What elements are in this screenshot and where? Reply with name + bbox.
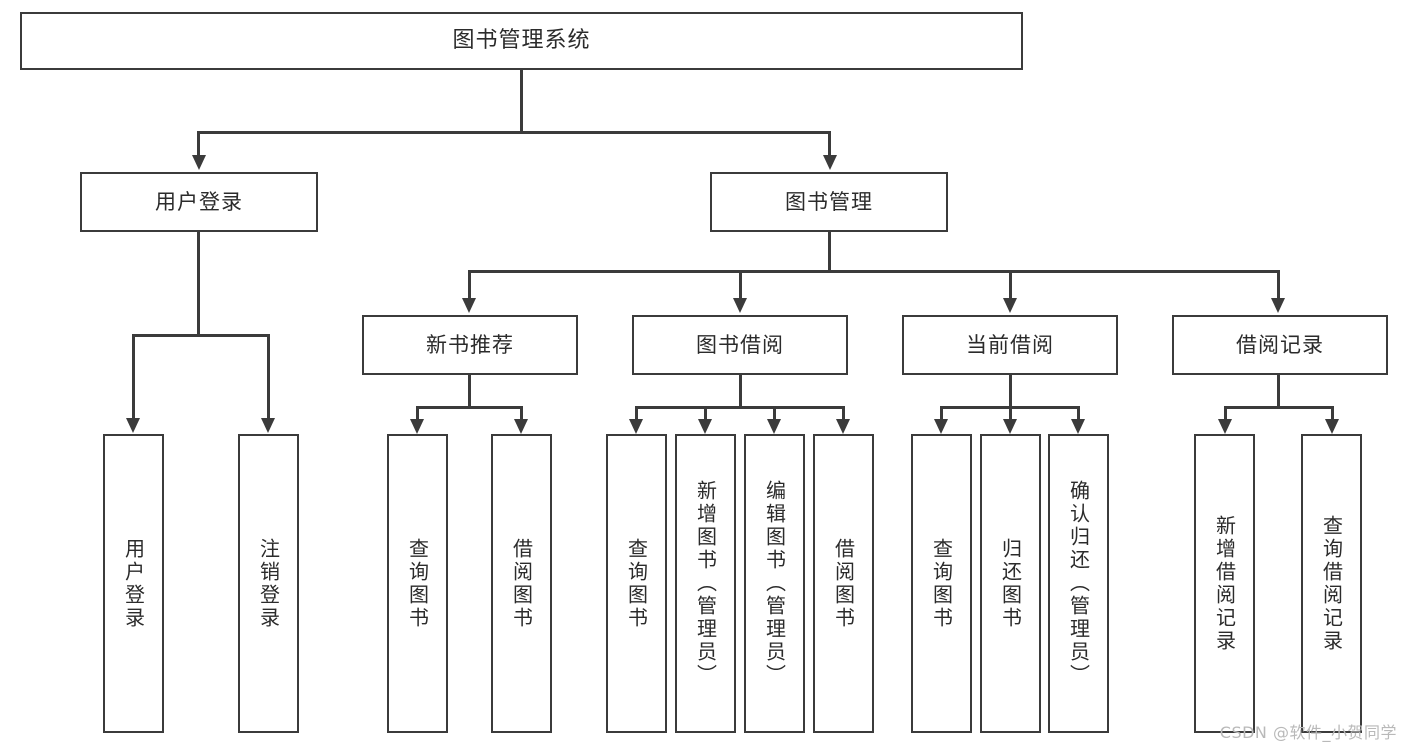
- connector-book-borrow-bus: [635, 406, 845, 409]
- connector-book-borrow-stem: [739, 375, 742, 408]
- connector-bm-to-current-borrow: [1009, 270, 1012, 298]
- node-new-book-recommend[interactable]: 新书推荐: [362, 315, 578, 375]
- arrow-book-borrow-to-leaf-1: [698, 419, 712, 434]
- connector-borrow-record-bus: [1224, 406, 1334, 409]
- node-label: 新增图书（管理员）: [693, 480, 718, 687]
- node-label: 图书借阅: [696, 332, 784, 357]
- connector-book-management-stem: [828, 232, 831, 272]
- connector-bm-to-borrow-record: [1277, 270, 1280, 298]
- connector-bm-to-book-borrow: [739, 270, 742, 298]
- arrow-bm-to-borrow-record: [1271, 298, 1285, 313]
- node-label: 借阅图书: [831, 537, 856, 630]
- connector-root-bus: [197, 131, 831, 134]
- connector-new-book-bus: [416, 406, 523, 409]
- arrow-bm-to-current-borrow: [1003, 298, 1017, 313]
- arrow-borrow-record-to-leaf-1: [1325, 419, 1339, 434]
- node-root-book-management-system[interactable]: 图书管理系统: [20, 12, 1023, 70]
- node-label: 查询借阅记录: [1319, 514, 1344, 653]
- node-label: 注销登录: [256, 537, 281, 630]
- connector-root-to-book-management: [828, 131, 831, 155]
- node-label: 新增借阅记录: [1212, 514, 1237, 653]
- arrow-book-borrow-to-leaf-2: [767, 419, 781, 434]
- node-label: 当前借阅: [966, 332, 1054, 357]
- connector-user-login-to-leaf-0: [132, 334, 135, 418]
- connector-borrow-record-stem: [1277, 375, 1280, 408]
- arrow-book-borrow-to-leaf-3: [836, 419, 850, 434]
- arrow-bm-to-book-borrow: [733, 298, 747, 313]
- connector-borrow-record-to-leaf-0: [1224, 406, 1227, 419]
- node-label: 确认归还（管理员）: [1066, 480, 1091, 687]
- connector-book-borrow-to-leaf-0: [635, 406, 638, 419]
- leaf-borrow-record-1[interactable]: 查询借阅记录: [1301, 434, 1362, 733]
- connector-new-book-stem: [468, 375, 471, 408]
- node-label: 用户登录: [121, 537, 146, 630]
- leaf-new-book-1[interactable]: 借阅图书: [491, 434, 552, 733]
- node-label: 新书推荐: [426, 332, 514, 357]
- node-label: 图书管理: [785, 189, 873, 214]
- arrow-user-login-to-leaf-0: [126, 418, 140, 433]
- connector-user-login-to-leaf-1: [267, 334, 270, 418]
- node-label: 图书管理系统: [452, 28, 591, 54]
- node-current-borrow[interactable]: 当前借阅: [902, 315, 1118, 375]
- arrow-new-book-to-leaf-1: [514, 419, 528, 434]
- leaf-book-borrow-0[interactable]: 查询图书: [606, 434, 667, 733]
- connector-borrow-record-to-leaf-1: [1331, 406, 1334, 419]
- connector-new-book-to-leaf-1: [520, 406, 523, 419]
- node-label: 查询图书: [624, 537, 649, 630]
- node-label: 归还图书: [998, 537, 1023, 630]
- connector-bm-to-new-book: [468, 270, 471, 298]
- arrow-book-borrow-to-leaf-0: [629, 419, 643, 434]
- arrow-bm-to-new-book: [462, 298, 476, 313]
- leaf-book-borrow-2[interactable]: 编辑图书（管理员）: [744, 434, 805, 733]
- arrow-current-borrow-to-leaf-2: [1071, 419, 1085, 434]
- arrow-user-login-to-leaf-1: [261, 418, 275, 433]
- connector-current-borrow-stem: [1009, 375, 1012, 408]
- node-user-login[interactable]: 用户登录: [80, 172, 318, 232]
- arrow-current-borrow-to-leaf-1: [1003, 419, 1017, 434]
- connector-new-book-to-leaf-0: [416, 406, 419, 419]
- node-label: 查询图书: [405, 537, 430, 630]
- leaf-new-book-0[interactable]: 查询图书: [387, 434, 448, 733]
- connector-root-to-user-login: [197, 131, 200, 155]
- csdn-watermark: CSDN @软件_小贺同学: [1219, 723, 1397, 742]
- connector-book-borrow-to-leaf-2: [773, 406, 776, 419]
- leaf-current-borrow-1[interactable]: 归还图书: [980, 434, 1041, 733]
- leaf-borrow-record-0[interactable]: 新增借阅记录: [1194, 434, 1255, 733]
- leaf-current-borrow-0[interactable]: 查询图书: [911, 434, 972, 733]
- leaf-user-login-0[interactable]: 用户登录: [103, 434, 164, 733]
- node-book-management[interactable]: 图书管理: [710, 172, 948, 232]
- connector-book-borrow-to-leaf-1: [704, 406, 707, 419]
- leaf-user-login-1[interactable]: 注销登录: [238, 434, 299, 733]
- node-label: 编辑图书（管理员）: [762, 480, 787, 687]
- node-label: 借阅图书: [509, 537, 534, 630]
- arrow-root-to-user-login: [192, 155, 206, 170]
- node-book-borrow[interactable]: 图书借阅: [632, 315, 848, 375]
- arrow-current-borrow-to-leaf-0: [934, 419, 948, 434]
- connector-user-login-bus: [132, 334, 270, 337]
- connector-current-borrow-to-leaf-2: [1077, 406, 1080, 419]
- connector-book-borrow-to-leaf-3: [842, 406, 845, 419]
- connector-user-login-stem: [197, 232, 200, 336]
- leaf-book-borrow-1[interactable]: 新增图书（管理员）: [675, 434, 736, 733]
- node-borrow-record[interactable]: 借阅记录: [1172, 315, 1388, 375]
- leaf-current-borrow-2[interactable]: 确认归还（管理员）: [1048, 434, 1109, 733]
- leaf-book-borrow-3[interactable]: 借阅图书: [813, 434, 874, 733]
- arrow-root-to-book-management: [823, 155, 837, 170]
- connector-current-borrow-to-leaf-0: [940, 406, 943, 419]
- connector-root-stem: [520, 70, 523, 132]
- node-label: 用户登录: [155, 189, 243, 214]
- arrow-borrow-record-to-leaf-0: [1218, 419, 1232, 434]
- node-label: 查询图书: [929, 537, 954, 630]
- connector-book-management-bus: [468, 270, 1280, 273]
- connector-current-borrow-to-leaf-1: [1009, 406, 1012, 419]
- arrow-new-book-to-leaf-0: [410, 419, 424, 434]
- node-label: 借阅记录: [1236, 332, 1324, 357]
